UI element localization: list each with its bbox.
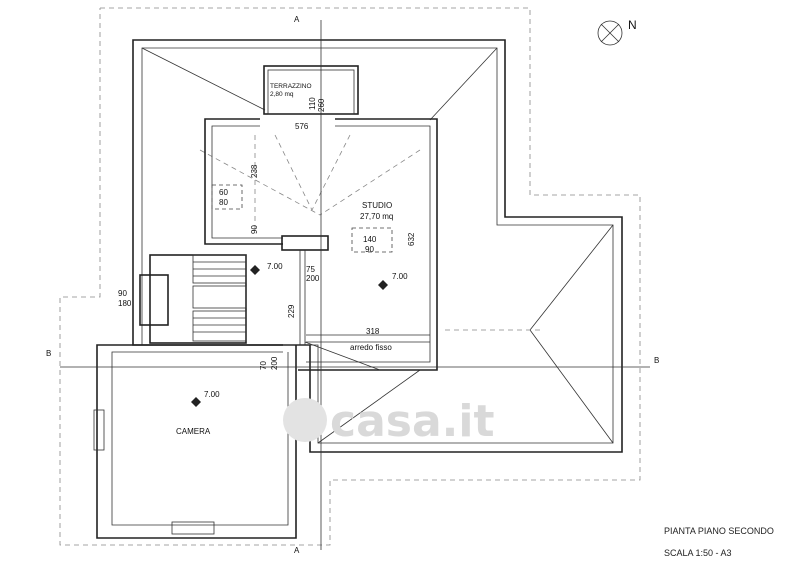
arredo-label: arredo fisso (350, 343, 392, 352)
section-a-top: A (294, 15, 300, 24)
dim-60: 60 (219, 188, 228, 197)
watermark-text: casa.it (330, 396, 494, 447)
dim-90-vertical: 90 (250, 225, 259, 234)
level-camera: 7.00 (204, 390, 220, 399)
camera-name: CAMERA (176, 427, 211, 436)
window-width-90: 90 (118, 289, 127, 298)
dim-318: 318 (366, 327, 380, 336)
terrazzino-area: 2,80 mq (270, 91, 294, 98)
studio-walls (204, 118, 438, 371)
north-arrow-icon (597, 20, 623, 46)
dim-576: 576 (295, 122, 309, 131)
dim-140: 140 (363, 235, 377, 244)
dim-260: 260 (317, 98, 326, 112)
camera-walls (93, 344, 297, 539)
section-a-bottom: A (294, 546, 300, 555)
dim-80: 80 (219, 198, 228, 207)
studio-area: 27,70 mq (360, 212, 393, 221)
dim-632: 632 (407, 232, 416, 246)
level-stair: 7.00 (267, 262, 283, 271)
terrazzino (263, 65, 359, 115)
plan-title: PIANTA PIANO SECONDO (664, 526, 774, 536)
window-height-180: 180 (118, 299, 132, 308)
terrazzino-name: TERRAZZINO (270, 83, 312, 90)
stair-block (139, 254, 247, 344)
dim-200-top: 200 (306, 274, 320, 283)
north-label: N (628, 18, 637, 32)
dim-75: 75 (306, 265, 315, 274)
casa-logo-icon (283, 398, 327, 442)
dim-229: 229 (287, 304, 296, 318)
section-b-left: B (46, 349, 51, 358)
roof-outline (59, 7, 641, 546)
section-b-right: B (654, 356, 659, 365)
section-lines (60, 20, 650, 550)
level-marker-icons (191, 265, 388, 407)
dim-110: 110 (308, 97, 317, 110)
studio-name: STUDIO (362, 201, 392, 210)
level-studio: 7.00 (392, 272, 408, 281)
dim-200-bottom: 200 (270, 356, 279, 370)
dim-238: 238 (250, 164, 259, 178)
dim-70: 70 (259, 361, 268, 370)
dim-90-box: 90 (365, 245, 374, 254)
plan-scale: SCALA 1:50 - A3 (664, 548, 732, 558)
